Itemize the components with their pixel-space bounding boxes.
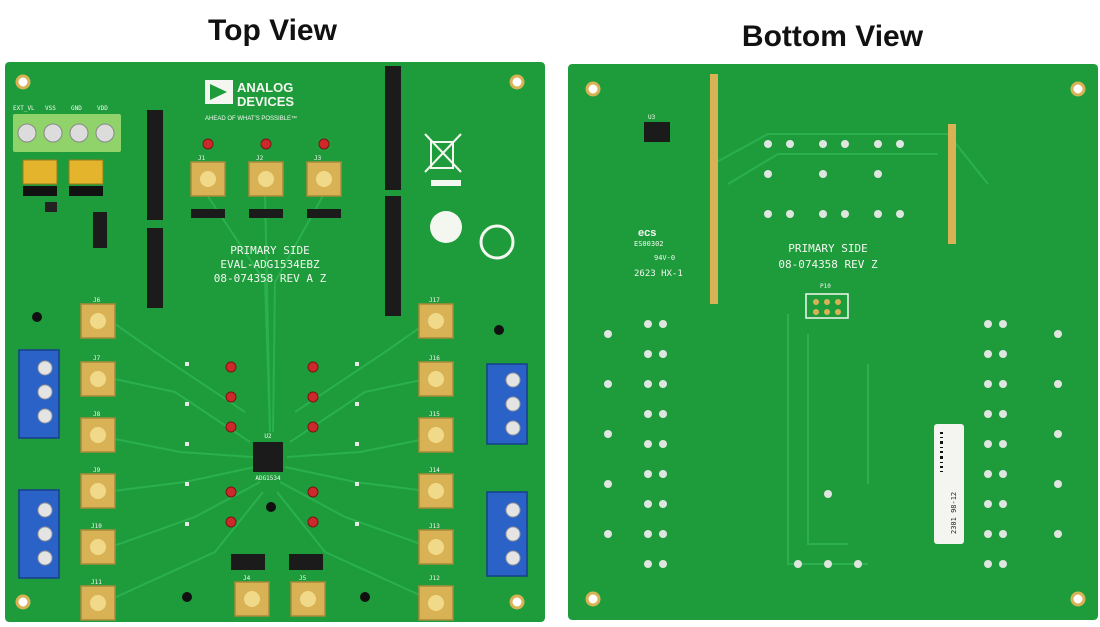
bottom-silk-line1: PRIMARY SIDE [788,242,867,255]
conn-left-5: J11 [91,579,102,586]
conn-top-0: J1 [198,155,206,162]
conn-right-2: J15 [429,411,440,418]
conn-right-4: J13 [429,523,440,530]
cert-line4: 2623 HX-1 [634,269,683,279]
logo-line1: ANALOG [237,80,293,95]
conn-right-0: J17 [429,297,440,304]
header-p10-label: P10 [820,283,831,290]
conn-top-1: J2 [256,155,264,162]
chip-label: U2 [264,433,272,440]
bottom-board: U3 ecs ES00302 94V-0 2623 HX-1 PRIMARY S… [568,64,1098,620]
top-silk-line3: 08-074358 REV A Z [214,272,327,285]
conn-left-0: J6 [93,297,101,304]
logo-tagline: AHEAD OF WHAT'S POSSIBLE™ [205,115,297,122]
bottom-chip-label: U3 [648,114,656,121]
conn-left-4: J10 [91,523,102,530]
rohs-icon [430,211,462,243]
top-silk-line1: PRIMARY SIDE [230,244,309,257]
cert-line1: ecs [638,227,656,239]
ecycle-icon [479,224,515,260]
conn-right-5: J12 [429,575,440,582]
chip-part: ADG1534 [255,475,281,482]
bottom-view-title: Bottom View [741,20,924,53]
top-view-title: Top View [208,14,337,47]
conn-left-3: J9 [93,467,101,474]
conn-left-1: J7 [93,355,101,362]
barcode-text: 2301 98-12 [950,492,958,534]
terminal-label-2: GND [71,105,82,112]
terminal-label-1: VSS [45,105,56,112]
cert-line2: ES00302 [634,240,664,248]
bottom-silk-line2: 08-074358 REV Z [778,258,878,271]
top-silk-line2: EVAL-ADG1534EBZ [220,258,320,271]
weee-icon [424,133,462,173]
conn-bottom-1: J5 [299,575,307,582]
conn-right-3: J14 [429,467,440,474]
terminal-label-0: EXT_VL [13,105,35,112]
terminal-label-3: VDD [97,105,108,112]
conn-bottom-0: J4 [243,575,251,582]
cert-line3: 94V-0 [654,254,675,262]
conn-right-1: J16 [429,355,440,362]
barcode-sticker: 2301 98-12 [934,424,964,544]
logo-line2: DEVICES [237,94,294,109]
top-board: ANALOG DEVICES AHEAD OF WHAT'S POSSIBLE™… [5,62,545,622]
conn-top-2: J3 [314,155,322,162]
conn-left-2: J8 [93,411,101,418]
